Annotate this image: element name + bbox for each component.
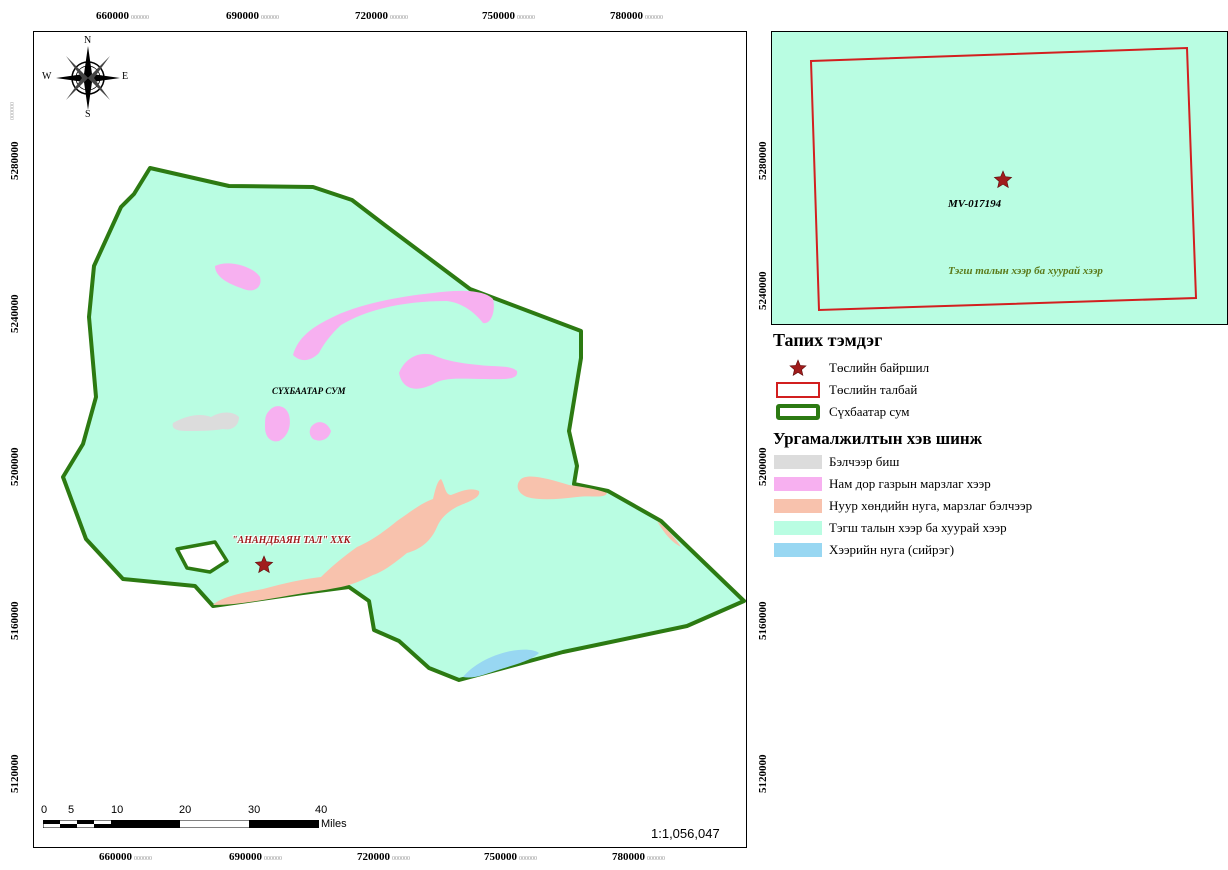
swatch-non-pasture [774,455,822,469]
swatch-meadow-steppe [774,543,822,557]
scale-label-20: 20 [179,804,192,816]
legend-item-sum-boundary: Сүхбаатар сум [773,401,1213,423]
scale-label-30: 30 [248,804,261,816]
sum-label: СҮХБААТАР СУМ [272,386,346,396]
veg-lowland-steppe-2 [293,290,494,361]
y-tick-right-3: 5120000 [757,754,769,794]
compass-north-label: N [84,35,92,46]
legend-label-project-area: Төслийн талбай [829,382,918,397]
green-outline-box-icon [776,404,820,420]
veg-lake-meadow-2 [517,476,607,500]
enclave-polygon [175,540,229,574]
veg-lowland-steppe-1 [215,263,261,291]
y-tick-inset-2: 5240000 [757,271,769,311]
legend-label-project-location: Төслийн байршил [829,360,930,375]
veg-lowland-steppe-3 [399,353,518,389]
compass-east-label: E [122,71,129,82]
compass-south-label: S [85,109,91,120]
y-tick-right-2: 5160000 [757,601,769,641]
y-tick-left-3: 5200000 [9,447,21,487]
inset-zone-label: Тэгш талын хээр ба хуурай хээр [948,265,1103,277]
swatch-lowland-steppe [774,477,822,491]
scale-unit: Miles [321,818,347,830]
main-map-svg [61,166,746,682]
y-tick-left-suffix: 000000 [10,102,16,120]
scale-bar: 0 5 10 20 30 40 Miles [41,804,361,844]
legend-item-veg-5: Хээрийн нуга (сийрэг) [773,539,1213,561]
veg-non-pasture [172,412,239,431]
veg-lake-meadow-3 [657,521,681,547]
legend: Тапих тэмдэг Төслийн байршил Төслийн тал… [773,330,1213,561]
inset-map-frame: MV-017194 Тэгш талын хээр ба хуурай хээр [771,31,1228,325]
compass-west-label: W [42,71,52,82]
y-tick-right-1: 5200000 [757,447,769,487]
y-tick-inset-1: 5280000 [757,141,769,181]
sum-boundary-polygon[interactable] [61,166,746,682]
legend-item-veg-3: Нуур хөндийн нуга, марзлаг бэлчээр [773,495,1213,517]
red-outline-box-icon [776,382,820,398]
scale-bar-graphic [43,820,319,828]
legend-label-veg-3: Нуур хөндийн нуга, марзлаг бэлчээр [829,498,1033,513]
swatch-lake-meadow [774,499,822,513]
scale-label-40: 40 [315,804,328,816]
veg-meadow-steppe [463,649,539,678]
scale-label-10: 10 [111,804,124,816]
y-tick-left-5: 5120000 [9,754,21,794]
legend-title: Тапих тэмдэг [773,330,883,350]
inset-map-svg [809,46,1198,312]
legend-label-veg-2: Нам дор газрын марзлаг хээр [829,476,991,491]
legend-label-veg-5: Хээрийн нуга (сийрэг) [829,542,955,557]
compass-rose-icon [56,46,120,110]
legend-item-veg-1: Бэлчээр биш [773,451,1213,473]
y-tick-left-1: 5280000 [9,141,21,181]
veg-lake-meadow-1 [213,479,480,605]
scale-label-5: 5 [68,804,75,816]
legend-item-veg-4: Тэгш талын хээр ба хуурай хээр [773,517,1213,539]
legend-label-sum-boundary: Сүхбаатар сум [829,404,910,419]
legend-item-veg-2: Нам дор газрын марзлаг хээр [773,473,1213,495]
scale-ratio: 1:1,056,047 [651,826,720,841]
y-tick-left-2: 5240000 [9,294,21,334]
scale-label-0: 0 [41,804,48,816]
company-label: "АНАНДБАЯН ТАЛ" ХХК [232,535,351,546]
inset-project-star-icon[interactable] [993,170,1013,189]
star-icon [789,359,807,377]
inset-site-label: MV-017194 [948,198,1002,210]
swatch-steppe [774,521,822,535]
legend-label-veg-4: Тэгш талын хээр ба хуурай хээр [829,520,1007,535]
legend-veg-title: Ургамалжилтын хэв шинж [773,429,983,448]
project-location-star-icon[interactable] [254,555,274,574]
legend-item-project-location: Төслийн байршил [773,357,1213,379]
veg-lowland-steppe-4 [265,406,290,442]
y-tick-left-4: 5160000 [9,601,21,641]
compass-rose: N S E W [42,35,129,120]
main-map-frame: N S E W СҮХБААТАР СУМ "АНАНДБАЯН ТАЛ" ХХ… [33,31,747,848]
veg-lowland-steppe-5 [309,422,331,441]
legend-label-veg-1: Бэлчээр биш [829,454,900,469]
project-area-outline[interactable] [809,46,1198,312]
legend-item-project-area: Төслийн талбай [773,379,1213,401]
